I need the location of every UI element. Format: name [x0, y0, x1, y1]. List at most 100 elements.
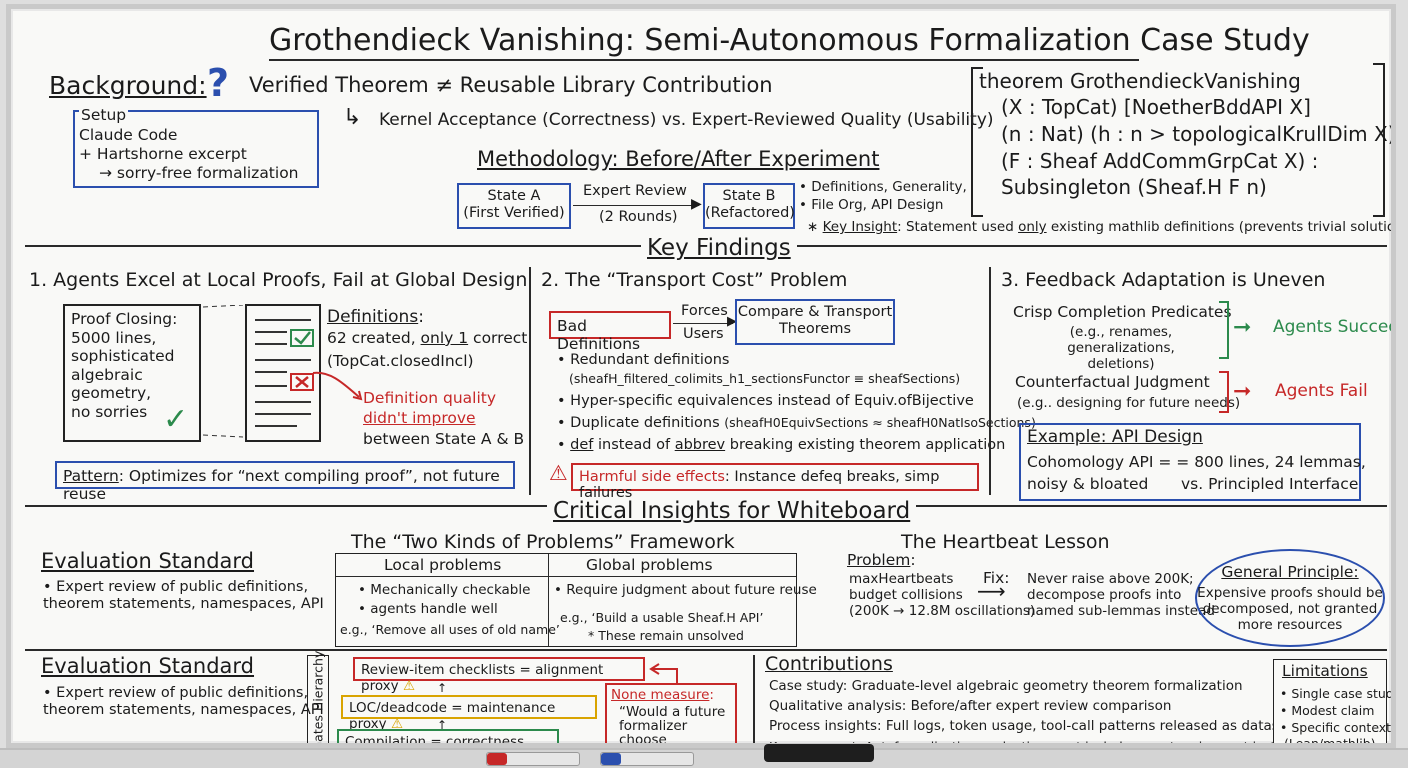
contrib-line-1: Case study: Graduate-level algebraic geo… — [769, 678, 1243, 694]
contrib-title: Contributions — [765, 653, 893, 675]
none-heading: None measure: — [611, 687, 714, 703]
quality-line-2: didn't improve — [363, 409, 476, 427]
definitions-line-1: 62 created, only 1 correct — [327, 329, 527, 347]
f2-instead: instead of — [593, 437, 675, 453]
contrib-line-2: Qualitative analysis: Before/after exper… — [769, 698, 1172, 714]
limits-title: Limitations — [1282, 662, 1368, 680]
pattern-text: : Optimizes for “next compiling proof”, … — [63, 467, 500, 503]
title-underline — [269, 59, 1139, 61]
definitions-heading: Definitions: — [327, 307, 424, 327]
limits-line-2: • Modest claim — [1280, 703, 1375, 718]
none-arrow — [647, 661, 681, 685]
example-title: Example: API Design — [1027, 427, 1203, 447]
arrow-green-icon: ➞ — [1233, 315, 1252, 340]
f2-abbrev: abbrev — [674, 437, 726, 453]
theorem-line-3: (n : Nat) (h : n > topologicalKrullDim X… — [1001, 122, 1396, 146]
f2-bullet-4-dot: • — [557, 437, 571, 453]
setup-box: Setup Claude Code + Hartshorne excerpt →… — [73, 106, 319, 188]
f2-bullet-1: • Redundant definitions — [557, 352, 730, 368]
problem-label: Problem — [847, 551, 911, 569]
expert-review-label: Expert Review — [583, 183, 687, 199]
local-header: Local problems — [384, 556, 502, 574]
counter-bracket — [1219, 371, 1229, 413]
insight-text-1: : Statement used — [897, 219, 1019, 235]
harmful-label: Harmful side effects — [579, 469, 725, 485]
table-header-line — [336, 576, 796, 577]
pattern-label: Pattern — [63, 467, 119, 485]
marker-tray — [0, 748, 1408, 768]
global-line-1: • Require judgment about future reuse — [554, 582, 817, 598]
finding-3-title: 3. Feedback Adaptation is Uneven — [1001, 269, 1326, 291]
contrib-line-4: Key argument: Autoformalization evaluati… — [769, 739, 1360, 748]
two-kinds-table: Local problems Global problems • Mechani… — [335, 553, 817, 647]
page-title: Grothendieck Vanishing: Semi-Autonomous … — [269, 23, 1310, 58]
divider-f2-f3 — [989, 267, 991, 495]
gate-mid-text: LOC/deadcode = maintenance proxy — [349, 700, 556, 732]
f2-bullet-4: • def instead of abbrev breaking existin… — [557, 437, 1005, 453]
insight-only: only — [1018, 219, 1047, 235]
none-label: None measure — [611, 687, 710, 703]
key-insight-line: ∗ Key Insight: Statement used only exist… — [807, 219, 1391, 235]
warning-icon: ⚠ — [549, 461, 568, 485]
local-line-1: • Mechanically checkable — [358, 582, 531, 598]
fix-text: Never raise above 200K; decompose proofs… — [1027, 571, 1215, 620]
table-column-line — [548, 554, 549, 646]
definitions-label: Definitions — [327, 307, 419, 327]
limits-line-4: (Lean/mathlib) — [1284, 736, 1376, 748]
key-findings-title: Key Findings — [641, 235, 797, 261]
example-text-2: noisy & bloated — [1027, 475, 1149, 493]
background-label: Background: — [49, 71, 207, 100]
eval-standard-title-1: Evaluation Standard — [41, 549, 255, 573]
forces-arrow — [673, 323, 733, 324]
counter-label: Counterfactual Judgment — [1015, 373, 1210, 391]
gate-top-text: Review-item checklists = alignment proxy — [361, 662, 604, 694]
warning-icon-yellow-2: ⚠ — [390, 716, 404, 732]
eval-standard-title-2: Evaluation Standard — [41, 654, 255, 678]
checkmark-icon: ✓ — [163, 402, 189, 437]
f2-def: def — [570, 437, 594, 453]
proof-closing-box: Proof Closing: 5000 lines, sophisticated… — [63, 304, 201, 442]
crisp-sub: (e.g., renames, generalizations, deletio… — [1067, 324, 1175, 373]
eraser[interactable] — [764, 744, 874, 762]
gate-mid-box: LOC/deadcode = maintenance proxy ⚠ — [341, 695, 597, 732]
agents-succeed: Agents Succeed — [1273, 317, 1396, 337]
critical-title: Critical Insights for Whiteboard — [547, 498, 917, 524]
heartbeat-title: The Heartbeat Lesson — [901, 531, 1110, 553]
none-measure-box: None measure: “Would a future formalizer… — [605, 683, 737, 743]
arrow-right-icon: ▶ — [691, 196, 702, 212]
f2-bullet-1-sub: (sheafH_filtered_colimits_h1_sectionsFun… — [569, 371, 961, 386]
blue-marker[interactable] — [600, 752, 694, 766]
theorem-line-1: theorem GrothendieckVanishing — [979, 69, 1301, 93]
method-bullet-2: • File Org, API Design — [799, 197, 944, 213]
two-kinds-title: The “Two Kinds of Problems” Framework — [351, 531, 735, 553]
principle-title: General Principle: — [1221, 563, 1359, 581]
limits-line-1: • Single case study — [1280, 686, 1396, 701]
theorem-line-5: Subsingleton (Sheaf.H F n) — [1001, 175, 1267, 199]
gates-label: Gates Hierarchy — [310, 650, 326, 748]
definitions-line-2: (TopCat.closedIncl) — [327, 352, 474, 370]
divider-bottom — [25, 649, 1387, 651]
quality-line-1: Definition quality — [363, 389, 497, 407]
defs-only-one: only 1 — [420, 329, 469, 347]
setup-line-1: Claude Code — [79, 126, 178, 144]
red-curve-arrow — [311, 367, 371, 407]
up-arrow-icon-2: ↑ — [437, 718, 448, 732]
theorem-line-4: (F : Sheaf AddCommGrpCat X) : — [1001, 149, 1319, 173]
f2-bullet-2: • Hyper-specific equivalences instead of… — [557, 393, 974, 409]
warning-icon-yellow-1: ⚠ — [402, 678, 416, 694]
theorem-line-2: (X : TopCat) [NoetherBddAPI X] — [1001, 95, 1311, 119]
gate-bot-box: Compilation = correctness gate ✓ — [337, 729, 559, 743]
bad-definitions-box: Bad Definitions — [549, 311, 671, 353]
eval-standard-text-1: • Expert review of public definitions, t… — [43, 579, 324, 613]
method-bullet-1: • Definitions, Generality, — [799, 179, 967, 195]
f2-bullet-3-text: • Duplicate definitions — [557, 415, 725, 431]
red-marker[interactable] — [486, 752, 580, 766]
local-line-2: • agents handle well — [358, 601, 498, 617]
background-claim: Verified Theorem ≠ Reusable Library Cont… — [249, 73, 773, 97]
insight-label: Key Insight — [822, 219, 898, 235]
divider-f1-f2 — [529, 267, 531, 495]
f2-bullet-3-sub: (sheafH0EquivSections ≈ sheafH0NatIsoSec… — [724, 415, 1036, 430]
document-icon — [245, 304, 321, 442]
f2-bullet-4-rest: breaking existing theorem application — [725, 437, 1006, 453]
users-label: Users — [683, 326, 724, 342]
